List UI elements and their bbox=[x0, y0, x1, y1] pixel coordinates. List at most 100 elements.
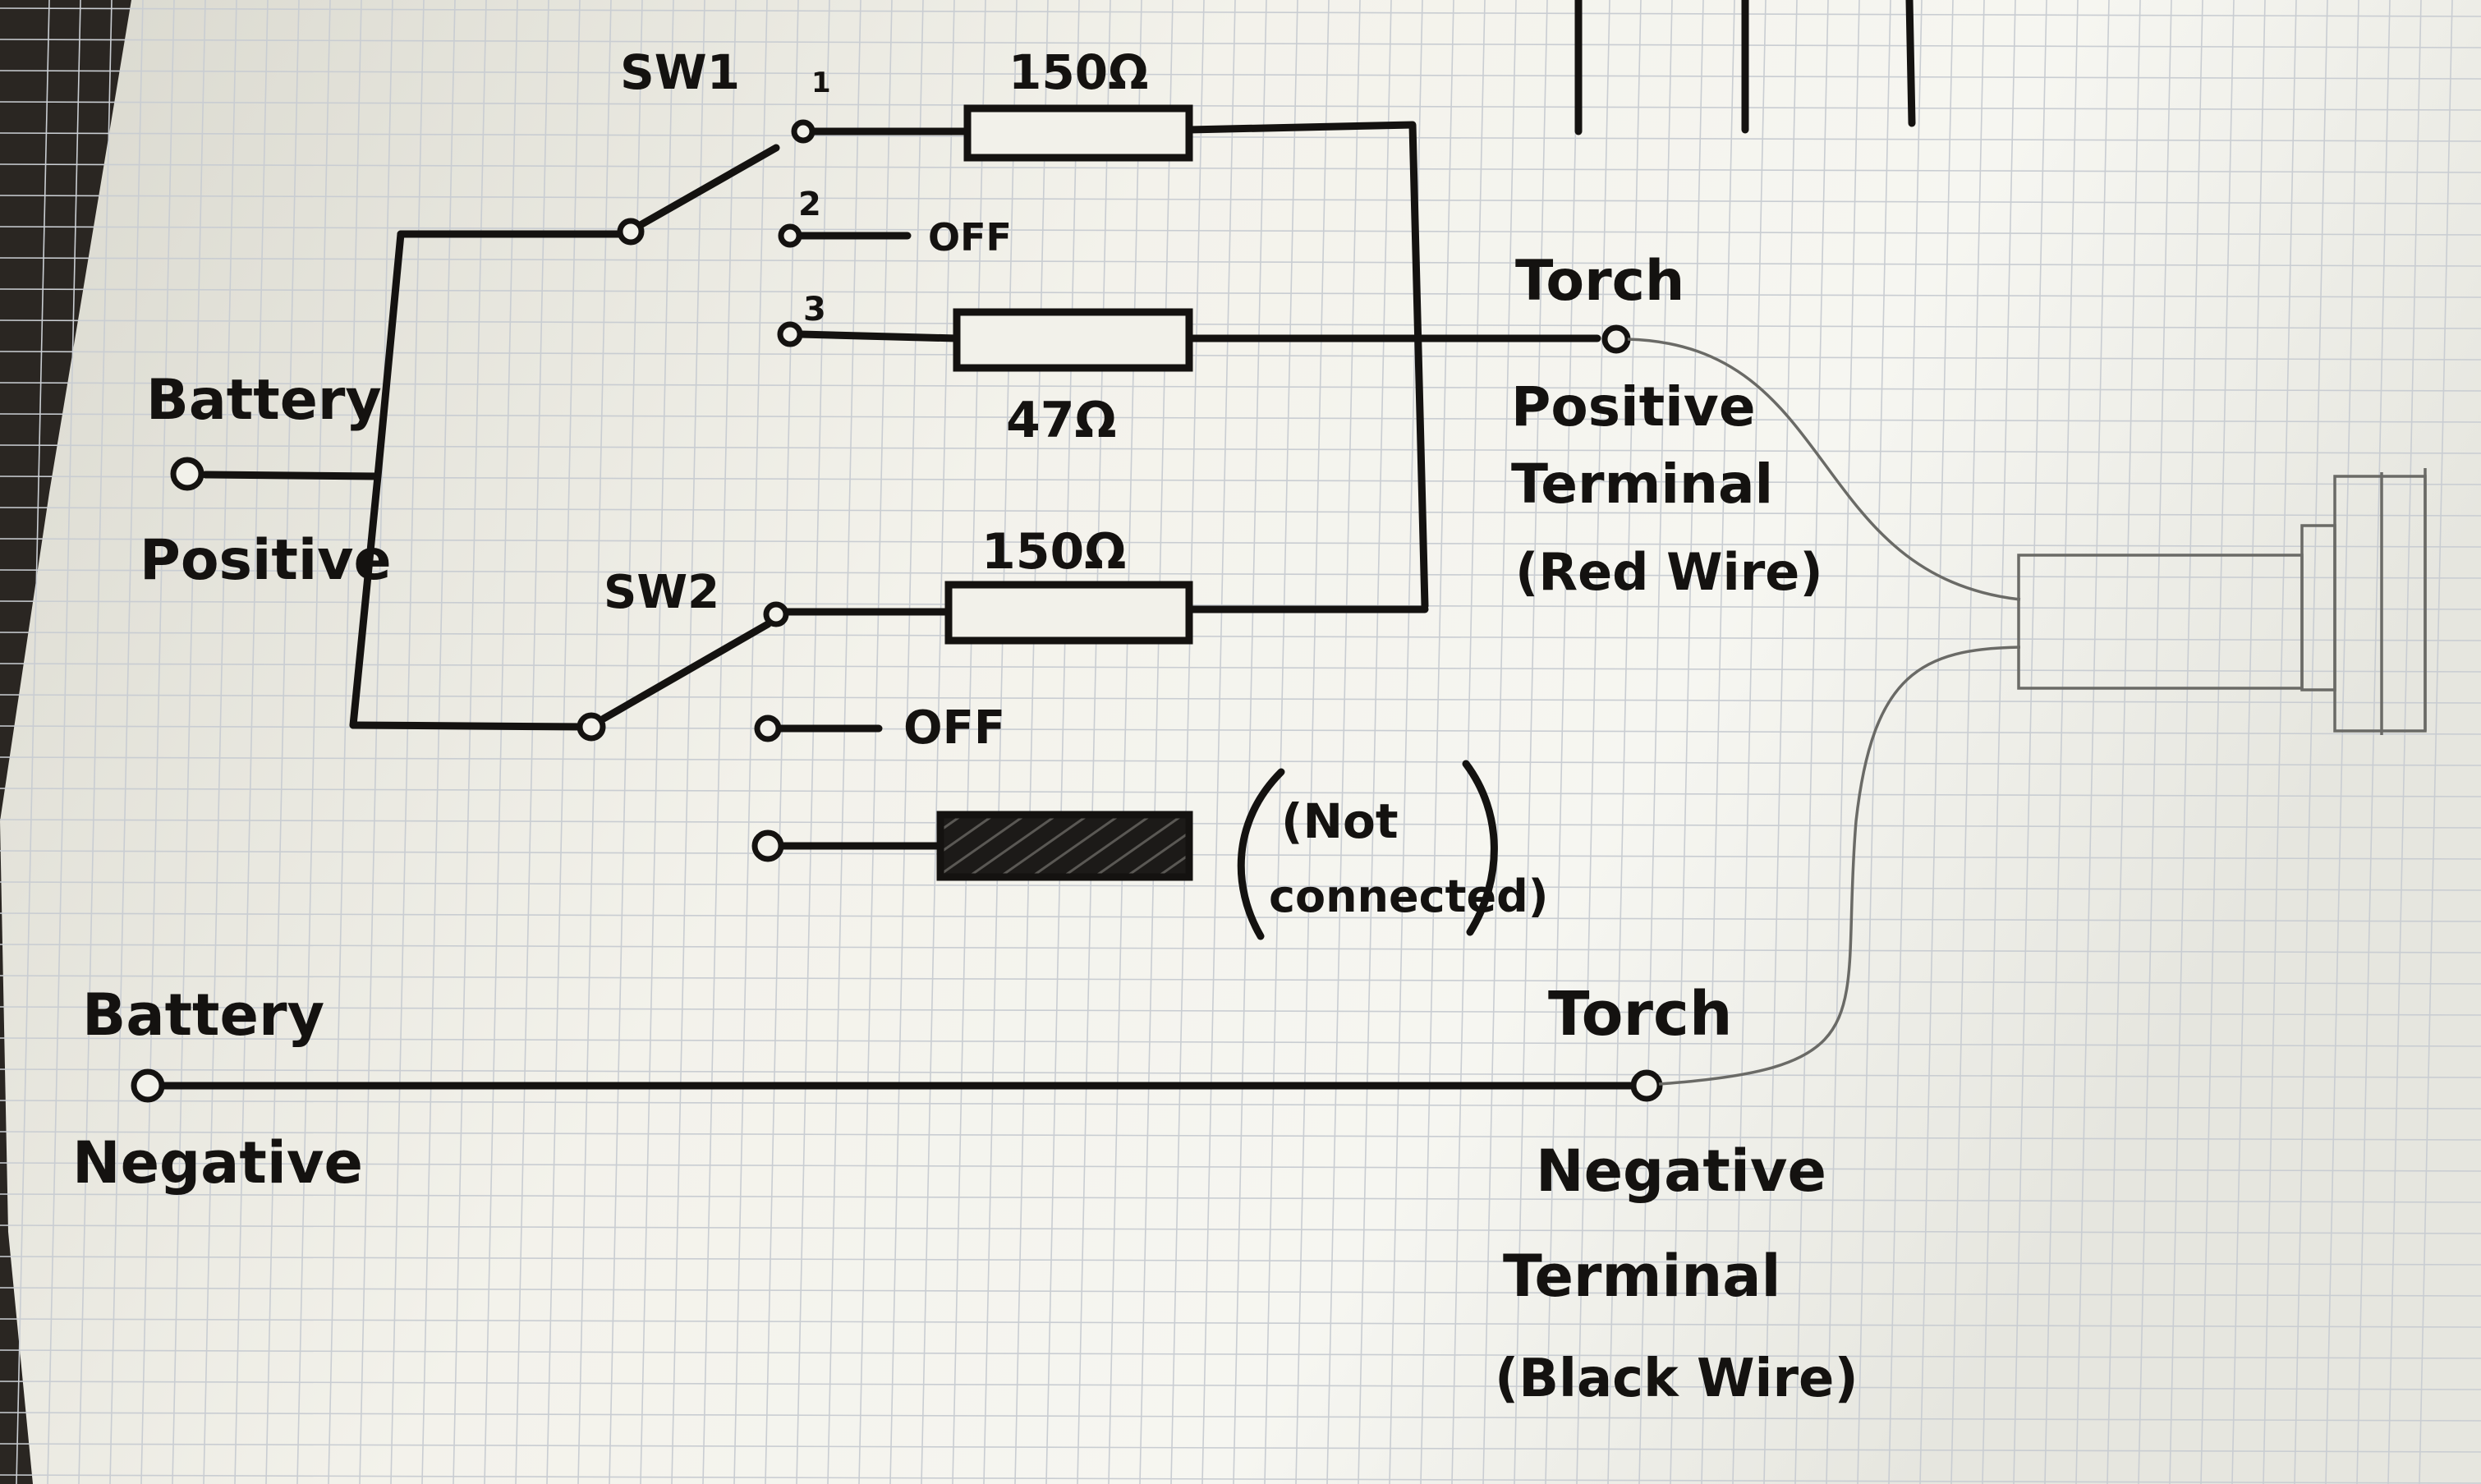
grid-line-vertical bbox=[733, 0, 768, 1484]
battery-positive-terminal bbox=[170, 457, 204, 491]
grid-line-vertical bbox=[577, 0, 612, 1484]
grid-line-vertical bbox=[671, 0, 705, 1484]
grid-line-vertical bbox=[2075, 0, 2110, 1484]
black-wire-sketch bbox=[1658, 646, 2021, 1086]
grid-line-vertical bbox=[921, 0, 955, 1484]
sw1-pos1-number: 1 bbox=[811, 67, 831, 99]
grid-line-vertical bbox=[2294, 0, 2328, 1484]
grid-line-horizontal bbox=[0, 507, 2481, 517]
sw2-common-terminal bbox=[577, 712, 606, 742]
grid-line-vertical bbox=[1576, 0, 1610, 1484]
grid-line-horizontal bbox=[0, 476, 2481, 485]
grid-line-vertical bbox=[2263, 0, 2297, 1484]
grid-line-vertical bbox=[203, 0, 237, 1484]
grid-line-vertical bbox=[172, 0, 206, 1484]
grid-line-vertical bbox=[140, 0, 175, 1484]
resistor-47-ohm-label: 47Ω bbox=[1006, 392, 1117, 449]
grid-line-vertical bbox=[796, 0, 830, 1484]
grid-line-vertical bbox=[2356, 0, 2391, 1484]
grid-line-vertical bbox=[2231, 0, 2266, 1484]
grid-line-vertical bbox=[515, 0, 549, 1484]
torch-negative-label-line1: Torch bbox=[1548, 979, 1733, 1050]
sw2-label: SW2 bbox=[604, 566, 719, 619]
grid-line-vertical bbox=[1358, 0, 1392, 1484]
grid-line-horizontal bbox=[0, 257, 2481, 267]
grid-line-vertical bbox=[952, 0, 986, 1484]
grid-line-vertical bbox=[1045, 0, 1080, 1484]
grid-line-vertical bbox=[265, 0, 300, 1484]
sw1-off-label: OFF bbox=[928, 215, 1012, 260]
grid-line-vertical bbox=[47, 0, 81, 1484]
sw2-feed-wire bbox=[349, 721, 589, 731]
grid-line-vertical bbox=[1826, 0, 1860, 1484]
grid-line-vertical bbox=[2325, 0, 2359, 1484]
sw1-pos1-terminal bbox=[791, 119, 816, 144]
grid-line-vertical bbox=[1170, 0, 1205, 1484]
grid-line-vertical bbox=[983, 0, 1018, 1484]
grid-line-horizontal bbox=[0, 1193, 2481, 1203]
grid-line-horizontal bbox=[0, 819, 2481, 829]
not-connected-line1: (Not bbox=[1281, 793, 1399, 849]
positive-bus-wire bbox=[349, 230, 405, 729]
resistor-150-ohm-sw2-label: 150Ω bbox=[981, 523, 1126, 581]
grid-line-vertical bbox=[328, 0, 362, 1484]
grid-line-vertical bbox=[421, 0, 456, 1484]
grid-line-vertical bbox=[296, 0, 331, 1484]
torch-positive-terminal bbox=[1601, 324, 1631, 354]
grid-line-vertical bbox=[234, 0, 269, 1484]
grid-line-horizontal bbox=[0, 788, 2481, 797]
grid-line-vertical bbox=[1514, 0, 1548, 1484]
grid-line-horizontal bbox=[0, 70, 2481, 80]
grid-line-vertical bbox=[1888, 0, 1923, 1484]
grid-line-horizontal bbox=[0, 101, 2481, 111]
grid-line-horizontal bbox=[0, 1100, 2481, 1110]
torch-positive-label-line4: (Red Wire) bbox=[1515, 542, 1823, 602]
grid-line-vertical bbox=[1701, 0, 1735, 1484]
grid-line-vertical bbox=[858, 0, 893, 1484]
grid-line-horizontal bbox=[0, 975, 2481, 985]
grid-line-horizontal bbox=[0, 163, 2481, 173]
resistor-150-ohm-sw1-label: 150Ω bbox=[1008, 44, 1148, 100]
grid-line-vertical bbox=[359, 0, 393, 1484]
sw2-pos1-terminal bbox=[763, 601, 789, 627]
grid-line-vertical bbox=[1482, 0, 1517, 1484]
grid-line-horizontal bbox=[0, 1381, 2481, 1390]
torch-negative-label-line4: (Black Wire) bbox=[1495, 1348, 1858, 1409]
grid-line-horizontal bbox=[0, 132, 2481, 142]
battery-negative-label-line1: Battery bbox=[82, 981, 324, 1049]
grid-line-vertical bbox=[1420, 0, 1454, 1484]
grid-line-vertical bbox=[1077, 0, 1111, 1484]
sw1-pos3-terminal bbox=[777, 321, 803, 347]
sw1-common-terminal bbox=[617, 218, 645, 246]
grid-line-vertical bbox=[390, 0, 425, 1484]
resistor-47-ohm bbox=[953, 308, 1193, 372]
grid-line-horizontal bbox=[0, 1412, 2481, 1422]
grid-line-horizontal bbox=[0, 195, 2481, 204]
grid-line-vertical bbox=[1014, 0, 1049, 1484]
torch-negative-terminal bbox=[1630, 1069, 1663, 1102]
grid-line-horizontal bbox=[0, 1318, 2481, 1328]
torch-positive-label-line1: Torch bbox=[1515, 249, 1684, 314]
torch-positive-label-line2: Positive bbox=[1511, 375, 1756, 439]
grid-line-vertical bbox=[1950, 0, 1985, 1484]
grid-line-vertical bbox=[827, 0, 861, 1484]
grid-line-horizontal bbox=[0, 288, 2481, 298]
torch-negative-label-line3: Terminal bbox=[1503, 1243, 1780, 1310]
grid-line-vertical bbox=[1295, 0, 1330, 1484]
sw1-blade bbox=[635, 144, 780, 230]
grid-line-horizontal bbox=[0, 1068, 2481, 1078]
resistor-150-ohm-sw2 bbox=[944, 581, 1193, 645]
torch-sketch bbox=[1627, 338, 2427, 1086]
sw2-pos2-terminal bbox=[754, 714, 782, 742]
circuit-wires bbox=[144, 0, 1916, 1090]
grid-line-horizontal bbox=[0, 756, 2481, 766]
grid-line-vertical bbox=[640, 0, 674, 1484]
battery-positive-label-line2: Positive bbox=[140, 528, 392, 593]
grid-line-vertical bbox=[1201, 0, 1236, 1484]
diagram-labels: SW1 1 2 OFF 3 150Ω 47Ω 150Ω SW2 OFF (Not… bbox=[72, 44, 1858, 1409]
edge-mark-3 bbox=[1905, 0, 1916, 127]
grid-line-horizontal bbox=[0, 1224, 2481, 1234]
grid-line-vertical bbox=[78, 0, 113, 1484]
sw1-pos2-number: 2 bbox=[798, 186, 821, 223]
